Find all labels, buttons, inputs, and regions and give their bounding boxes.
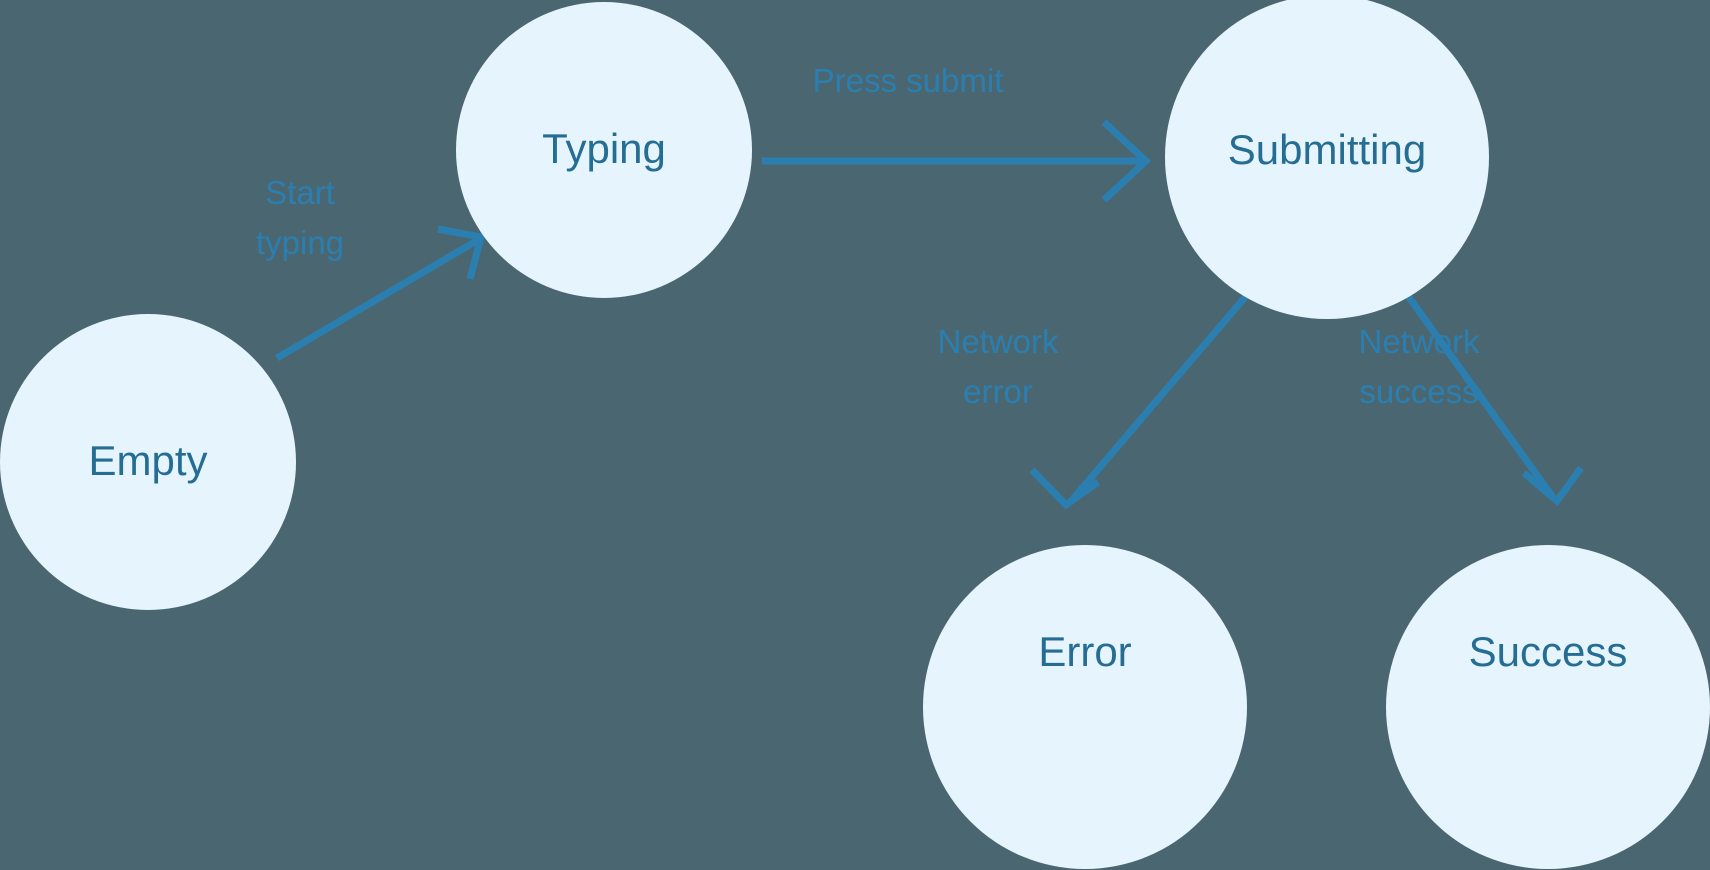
edge-submitting-to-error-line [1069,293,1249,503]
state-node-submitting-circle[interactable] [1165,0,1489,319]
state-node-typing-circle[interactable] [456,2,752,298]
edge-label-submitting-to-success-line1: Network [1358,323,1480,360]
edge-label-submitting-to-success: Network success [1358,323,1480,410]
edge-submitting-to-success [1405,293,1584,507]
edge-label-submitting-to-success-line2: success [1359,373,1478,410]
edge-label-submitting-to-error-line1: Network [937,323,1059,360]
state-node-submitting[interactable]: Submitting [1165,0,1489,319]
edge-submitting-to-error-arrowhead [1029,467,1101,510]
state-node-error[interactable]: Error [923,545,1247,869]
edge-label-submitting-to-error-line2: error [963,373,1033,410]
edge-empty-to-typing-arrowhead [437,225,486,280]
edge-submitting-to-error [1029,293,1249,510]
state-node-success[interactable]: Success [1386,545,1710,869]
state-node-success-label: Success [1469,628,1628,675]
edge-submitting-to-success-arrowhead [1521,465,1584,507]
state-node-empty[interactable]: Empty [0,314,296,610]
state-node-empty-circle[interactable] [0,314,296,610]
edge-empty-to-typing [275,225,486,362]
edge-label-empty-to-typing-line2: typing [256,224,344,261]
state-node-error-label: Error [1038,628,1131,675]
state-node-success-circle[interactable] [1386,545,1710,869]
edge-submitting-to-success-line [1405,293,1555,499]
edge-empty-to-typing-line [275,236,480,362]
edge-typing-to-submitting-arrowhead [1101,119,1152,203]
state-node-error-circle[interactable] [923,545,1247,869]
state-node-typing[interactable]: Typing [456,2,752,298]
state-node-submitting-label: Submitting [1228,126,1426,173]
edge-label-typing-to-submitting: Press submit [813,62,1004,99]
edge-typing-to-submitting [762,119,1152,203]
edge-label-typing-to-submitting-line1: Press submit [813,62,1004,99]
state-node-typing-label: Typing [542,125,666,172]
edge-label-empty-to-typing-line1: Start [265,174,335,211]
edge-label-submitting-to-error: Network error [937,323,1059,410]
state-node-empty-label: Empty [88,437,207,484]
edge-label-empty-to-typing: Start typing [256,174,344,261]
